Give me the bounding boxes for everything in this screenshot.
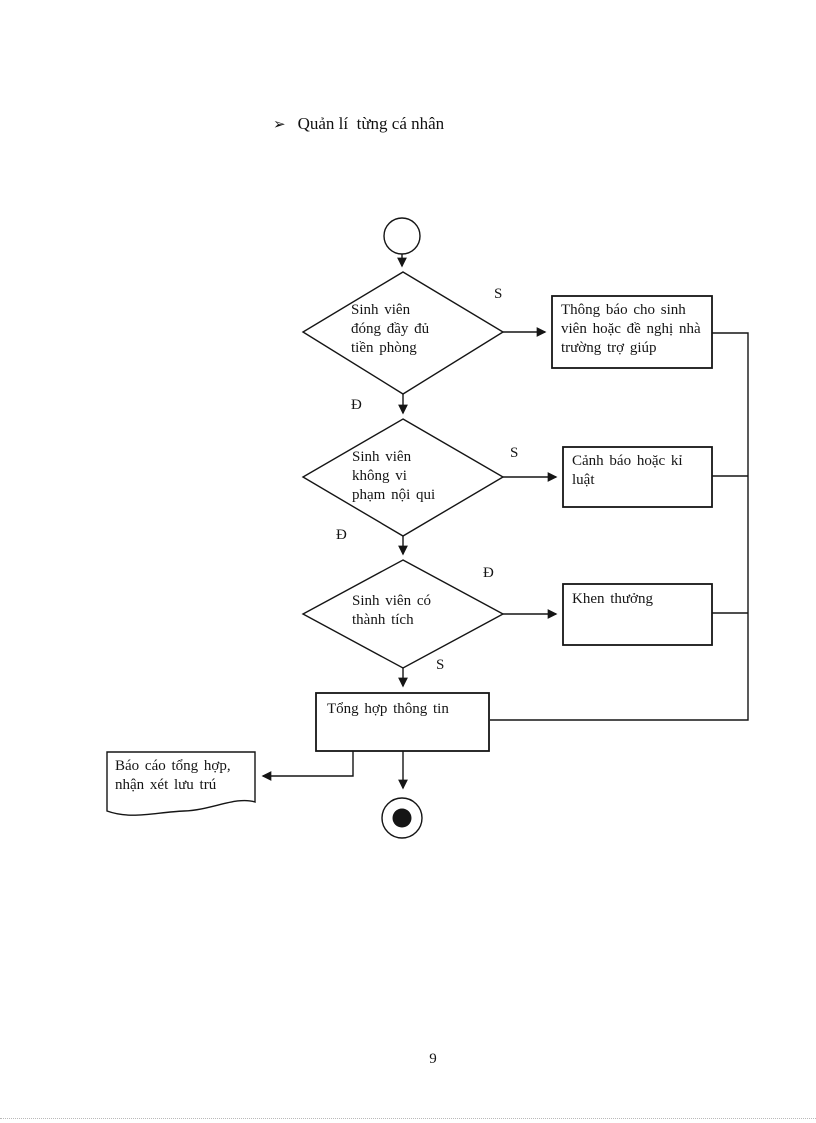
process-4-text: Tổng hợp thông tin	[327, 701, 449, 717]
collector-rail	[490, 332, 749, 721]
process-2-text: Cảnh báo hoặc kỉ luật	[572, 453, 683, 488]
page-number: 9	[429, 1051, 437, 1067]
decision-3-text: Sinh viên có thành tích	[352, 593, 431, 628]
decision-2-text: Sinh viên không vi phạm nội qui	[352, 449, 436, 503]
start-node	[383, 217, 421, 255]
document-shape	[106, 751, 256, 816]
process-box-2	[562, 446, 713, 508]
footer-dotted-rule	[0, 1118, 816, 1119]
decision-2-right-label: S	[510, 445, 519, 461]
process-box-1	[551, 295, 713, 369]
process-1-text: Thông báo cho sinh viên hoặc đề nghị nhà…	[561, 302, 701, 356]
section-heading: ➢ Quản lí từng cá nhân	[256, 94, 444, 154]
decision-2-down-label: Đ	[336, 527, 347, 543]
decision-1-text: Sinh viên đóng đầy đủ tiền phòng	[351, 302, 430, 356]
decision-3-right-label: Đ	[483, 565, 494, 581]
section-heading-text: Quản lí từng cá nhân	[297, 114, 445, 133]
end-node-dot	[392, 808, 412, 828]
decision-3-down-label: S	[436, 657, 445, 673]
decision-1-down-label: Đ	[351, 397, 362, 413]
process-box-3	[562, 583, 713, 646]
edge-process4-to-document	[261, 751, 354, 781]
process-box-4	[315, 692, 490, 752]
process-3-text: Khen thưởng	[572, 591, 653, 607]
decision-1-right-label: S	[494, 286, 503, 302]
document-text: Báo cáo tổng hợp, nhận xét lưu trú	[115, 758, 231, 793]
arrow-bullet-icon: ➢	[273, 117, 286, 133]
